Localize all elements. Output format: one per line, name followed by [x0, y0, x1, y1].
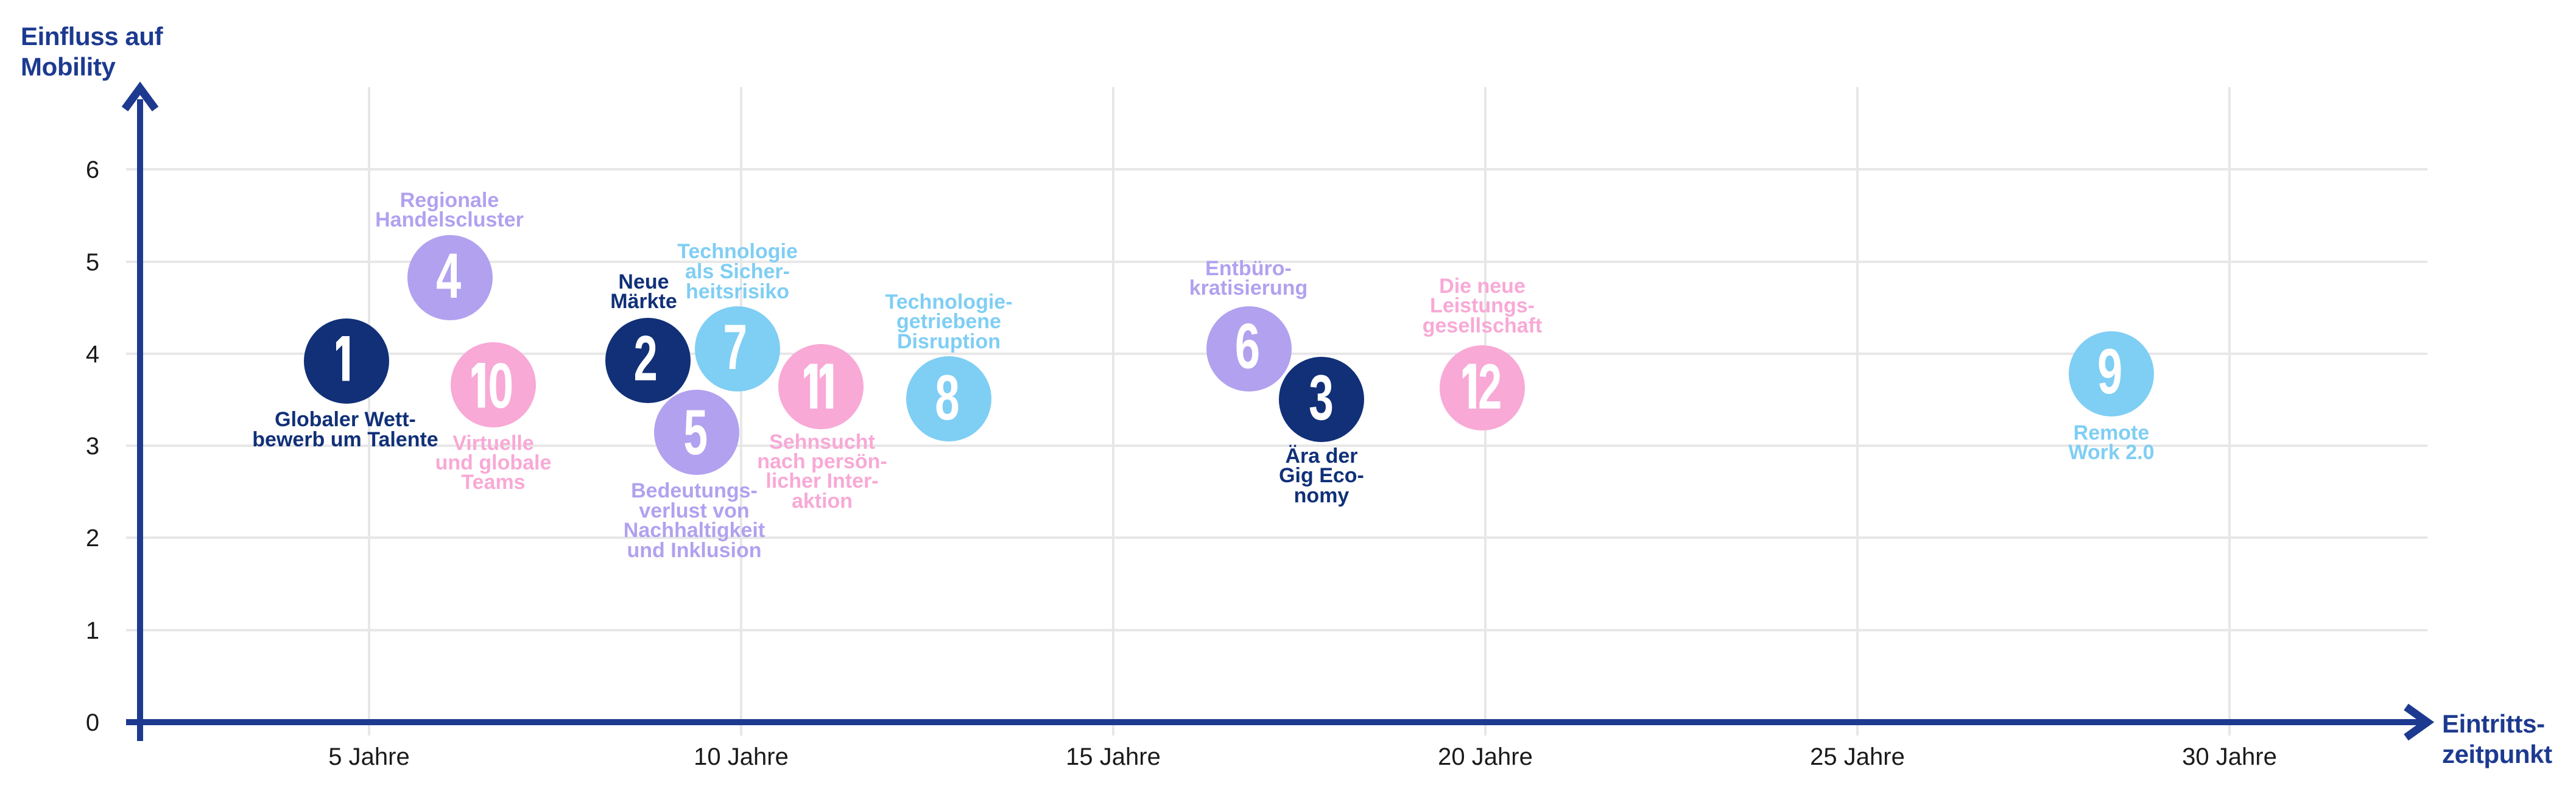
svg-text:Teams: Teams — [461, 471, 525, 494]
svg-text:0: 0 — [86, 709, 99, 736]
svg-text:als Sicher-: als Sicher- — [685, 260, 790, 283]
svg-text:20 Jahre: 20 Jahre — [1438, 743, 1533, 770]
svg-text:Bedeutungs-: Bedeutungs- — [631, 479, 758, 502]
svg-text:Ära der: Ära der — [1285, 444, 1357, 468]
svg-text:verlust von: verlust von — [639, 499, 749, 522]
svg-text:Technologie: Technologie — [677, 240, 798, 263]
svg-text:2: 2 — [86, 525, 99, 552]
svg-text:Mobility: Mobility — [21, 52, 116, 81]
svg-text:5 Jahre: 5 Jahre — [328, 743, 409, 770]
svg-text:Die neue: Die neue — [1439, 275, 1526, 298]
svg-text:nach persön-: nach persön- — [757, 450, 887, 473]
svg-text:4: 4 — [86, 341, 99, 368]
svg-text:heitsrisiko: heitsrisiko — [686, 280, 789, 303]
svg-text:Einfluss auf: Einfluss auf — [21, 22, 164, 51]
svg-text:gesellschaft: gesellschaft — [1423, 314, 1543, 337]
svg-text:5: 5 — [86, 249, 99, 276]
svg-text:und globale: und globale — [435, 451, 552, 474]
svg-text:Neue: Neue — [618, 270, 669, 293]
svg-text:25 Jahre: 25 Jahre — [1810, 743, 1905, 770]
svg-text:kratisierung: kratisierung — [1189, 276, 1308, 300]
svg-text:Handelscluster: Handelscluster — [375, 208, 524, 231]
svg-text:10 Jahre: 10 Jahre — [694, 743, 789, 770]
svg-text:Virtuelle: Virtuelle — [452, 432, 534, 455]
svg-text:Globaler Wett-: Globaler Wett- — [275, 408, 416, 431]
svg-text:Eintritts-: Eintritts- — [2442, 709, 2545, 738]
svg-text:getriebene: getriebene — [896, 310, 1001, 333]
svg-text:15 Jahre: 15 Jahre — [1066, 743, 1161, 770]
svg-text:30 Jahre: 30 Jahre — [2182, 743, 2277, 770]
svg-text:Leistungs-: Leistungs- — [1430, 294, 1535, 317]
svg-text:Remote: Remote — [2074, 421, 2150, 444]
svg-text:Work 2.0: Work 2.0 — [2068, 441, 2154, 464]
svg-text:bewerb um Talente: bewerb um Talente — [252, 428, 438, 451]
svg-text:aktion: aktion — [792, 490, 853, 513]
svg-text:1: 1 — [86, 617, 99, 644]
svg-text:Technologie-: Technologie- — [885, 290, 1012, 314]
svg-text:Nachhaltigkeit: Nachhaltigkeit — [624, 519, 765, 542]
svg-text:Sehnsucht: Sehnsucht — [769, 430, 875, 454]
svg-text:6: 6 — [86, 156, 99, 183]
svg-text:zeitpunkt: zeitpunkt — [2442, 740, 2552, 768]
svg-text:nomy: nomy — [1294, 484, 1350, 507]
svg-text:und Inklusion: und Inklusion — [627, 539, 762, 562]
svg-text:Regionale: Regionale — [400, 189, 499, 212]
svg-text:Entbüro-: Entbüro- — [1205, 257, 1292, 280]
svg-text:Märkte: Märkte — [610, 290, 677, 313]
svg-text:3: 3 — [86, 433, 99, 460]
svg-text:licher Inter-: licher Inter- — [765, 469, 878, 493]
svg-text:Disruption: Disruption — [897, 330, 1001, 353]
svg-text:Gig Eco-: Gig Eco- — [1279, 464, 1364, 487]
